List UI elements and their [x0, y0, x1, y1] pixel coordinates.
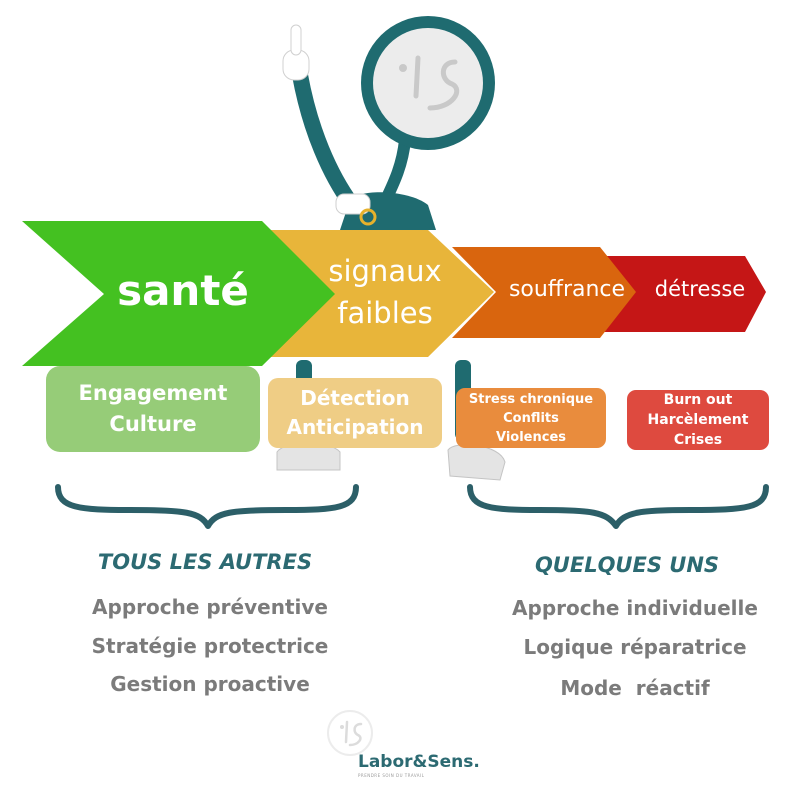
- box-line: Harcèlement: [647, 412, 749, 428]
- box-engagement-culture: Engagement Culture: [46, 366, 260, 452]
- box-line: Violences: [495, 429, 566, 445]
- group-left-title: TOUS LES AUTRES: [97, 550, 313, 574]
- arrow-sante: [22, 221, 335, 366]
- box-line: Conflits: [503, 410, 559, 426]
- arrow-signaux-faibles: [262, 230, 494, 357]
- group-right-item: Mode réactif: [560, 676, 710, 700]
- group-left-item: Gestion proactive: [110, 672, 310, 696]
- box-burnout-harcelement-crises: Burn out Harcèlement Crises: [627, 390, 769, 450]
- mascot-face-logo: [399, 55, 460, 111]
- box-line: Détection: [300, 386, 410, 410]
- brand-logo-icon: [327, 710, 373, 756]
- stage-detresse-label: détresse: [654, 277, 746, 301]
- box-line: Stress chronique: [468, 391, 594, 407]
- stage-signaux-line-1: signaux: [328, 254, 442, 288]
- stage-signaux-faibles-label: signaux faibles: [305, 250, 465, 334]
- box-line: Anticipation: [286, 415, 424, 439]
- brand-logo: Labor&Sens. PRENDRE SOIN DU TRAVAIL: [358, 752, 498, 778]
- box-line: Crises: [673, 432, 723, 448]
- box-stress-conflits-violences: Stress chronique Conflits Violences: [456, 388, 606, 448]
- group-left-item: Stratégie protectrice: [91, 634, 329, 658]
- group-left-item: Approche préventive: [92, 595, 328, 619]
- group-right-item: Logique réparatrice: [523, 635, 747, 659]
- brace-left-icon: [55, 484, 359, 529]
- pointing-hand-icon: [282, 24, 310, 81]
- box-line: Culture: [109, 412, 197, 436]
- arrow-detresse: [604, 256, 766, 332]
- box-line: Engagement: [78, 381, 228, 405]
- stage-sante-label: santé: [117, 266, 249, 315]
- arrow-souffrance: [452, 247, 636, 338]
- box-line: Burn out: [663, 392, 733, 408]
- brand-name: Labor&Sens.: [358, 752, 480, 772]
- stage-signaux-line-2: faibles: [337, 296, 433, 330]
- box-detection-anticipation: Détection Anticipation: [268, 378, 442, 448]
- brace-right-icon: [467, 484, 769, 529]
- mascot-shoe-right: [447, 444, 506, 481]
- brand-tagline: PRENDRE SOIN DU TRAVAIL: [358, 773, 425, 778]
- group-right-item: Approche individuelle: [512, 596, 758, 620]
- stage-souffrance-label: souffrance: [508, 277, 626, 302]
- group-right-title: QUELQUES UNS: [534, 553, 720, 577]
